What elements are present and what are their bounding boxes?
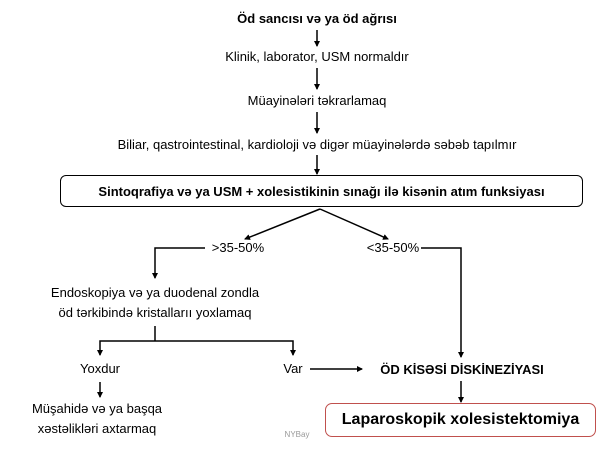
observe-line-1: Müşahidə və ya başqa xyxy=(31,401,163,416)
watermark: NYBay xyxy=(284,430,310,439)
arrow-to-no xyxy=(97,340,155,356)
treatment-text: Laparoskopik xolesistektomiya xyxy=(341,411,580,428)
result-yes: Var xyxy=(283,361,303,376)
arrow-high xyxy=(244,208,321,240)
step-repeat-exams: Müayinələri təkrarlamaq xyxy=(247,93,387,108)
branch-low: <35-50% xyxy=(366,240,420,255)
arrow-to-endoscopy xyxy=(152,247,205,279)
scintigraphy-text: Sintoqrafiya və ya USM + xolesistikinin … xyxy=(98,183,545,199)
title: Öd sancısı və ya öd ağrısı xyxy=(237,11,397,26)
result-no: Yoxdur xyxy=(80,361,120,376)
arrow-low xyxy=(319,208,389,240)
scintigraphy-box: Sintoqrafiya və ya USM + xolesistikinin … xyxy=(60,175,583,207)
endoscopy-line-1: Endoskopiya və ya duodenal zondla xyxy=(50,285,260,300)
arrow-to-yes xyxy=(155,340,296,356)
branch-high: >35-50% xyxy=(211,240,265,255)
step-no-cause: Biliar, qastrointestinal, kardioloji və … xyxy=(117,137,517,152)
observe-line-2: xəstəlikləri axtarmaq xyxy=(37,421,157,436)
diagnosis-label: ÖD KİSƏSİ DİSKİNEZİYASI xyxy=(380,362,544,377)
endoscopy-line-2: öd tərkibində kristallarıı yoxlamaq xyxy=(58,305,252,320)
treatment-box: Laparoskopik xolesistektomiya xyxy=(325,403,596,437)
step-normal-findings: Klinik, laborator, USM normaldır xyxy=(225,49,409,64)
arrow-to-diagnosis xyxy=(421,247,464,358)
